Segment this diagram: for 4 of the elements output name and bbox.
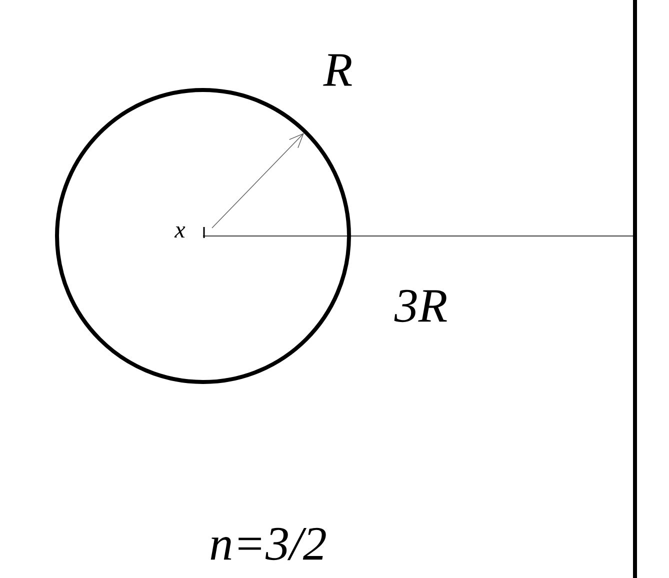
radius-label: R (323, 54, 352, 86)
refractive-index-label: n=3/2 (210, 528, 326, 560)
point-label: x (174, 226, 186, 238)
distance-label: 3R (394, 290, 447, 322)
